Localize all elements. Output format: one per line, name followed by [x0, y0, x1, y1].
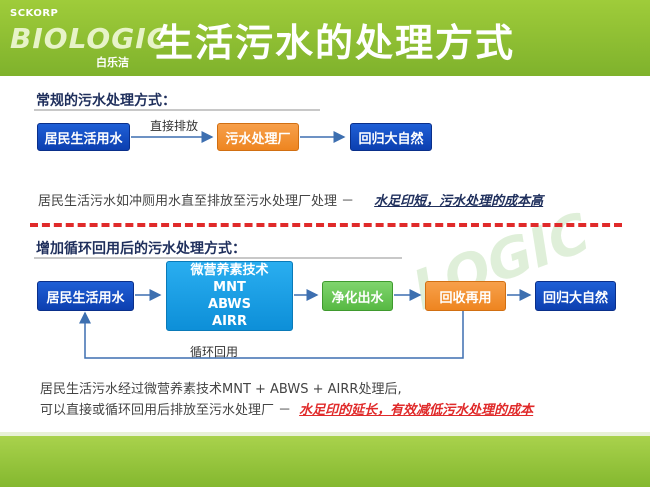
s1-node-source: 居民生活用水: [37, 123, 130, 151]
footer-divider: [0, 432, 650, 436]
section2-title-underline: [34, 257, 402, 259]
s1-note: 居民生活污水如冲厕用水直至排放至污水处理厂处理 － 水足印短，污水处理的成本高: [38, 190, 543, 209]
s2-tech-title: 微营养素技术: [190, 263, 269, 278]
logo-top-text: SCKORP: [10, 8, 59, 19]
s2-note-line2-wrap: 可以直接或循环回用后排放至污水处理厂 － 水足印的延长，有效减低污水处理的成本: [40, 399, 533, 418]
page-title: 生活污水的处理方式: [155, 21, 516, 65]
s2-note-line2: 可以直接或循环回用后排放至污水处理厂 －: [40, 403, 292, 418]
s2-note-line1: 居民生活污水经过微营养素技术MNT + ABWS + AIRR处理后,: [40, 382, 402, 397]
section2-title: 增加循环回用后的污水处理方式：: [36, 241, 246, 257]
section1-title-underline: [34, 109, 320, 111]
logo-sub-text: 白乐洁: [96, 56, 129, 69]
s2-note-emphasis: 水足印的延长，有效减低污水处理的成本: [299, 403, 534, 418]
header-bar: [0, 0, 650, 76]
s2-node-clean: 净化出水: [322, 281, 393, 311]
s1-arrow-label-direct: 直接排放: [150, 119, 199, 133]
arrow-s2-loop-back: [79, 309, 464, 359]
s1-note-text: 居民生活污水如冲厕用水直至排放至污水处理厂处理 －: [38, 194, 355, 209]
s2-tech-item-mnt: MNT: [213, 280, 246, 295]
section-divider: [30, 223, 622, 227]
s2-node-tech: 微营养素技术 MNT ABWS AIRR: [166, 261, 293, 331]
s1-note-emphasis: 水足印短，污水处理的成本高: [374, 194, 544, 209]
s2-loop-label: 循环回用: [190, 345, 239, 359]
header-divider: [0, 76, 650, 82]
s2-node-nature: 回归大自然: [535, 281, 616, 311]
s2-node-source: 居民生活用水: [37, 281, 134, 311]
brand-logo: SCKORP BIOLOGIC 白乐洁: [10, 8, 167, 69]
s1-node-plant: 污水处理厂: [217, 123, 299, 151]
footer-bar: [0, 436, 650, 487]
s2-tech-item-abws: ABWS: [208, 297, 251, 312]
s2-tech-item-airr: AIRR: [212, 314, 247, 329]
s2-node-reuse: 回收再用: [425, 281, 506, 311]
section1-title: 常规的污水处理方式：: [36, 93, 176, 109]
s1-node-nature: 回归大自然: [350, 123, 432, 151]
logo-main-text: BIOLOGIC: [10, 22, 169, 55]
